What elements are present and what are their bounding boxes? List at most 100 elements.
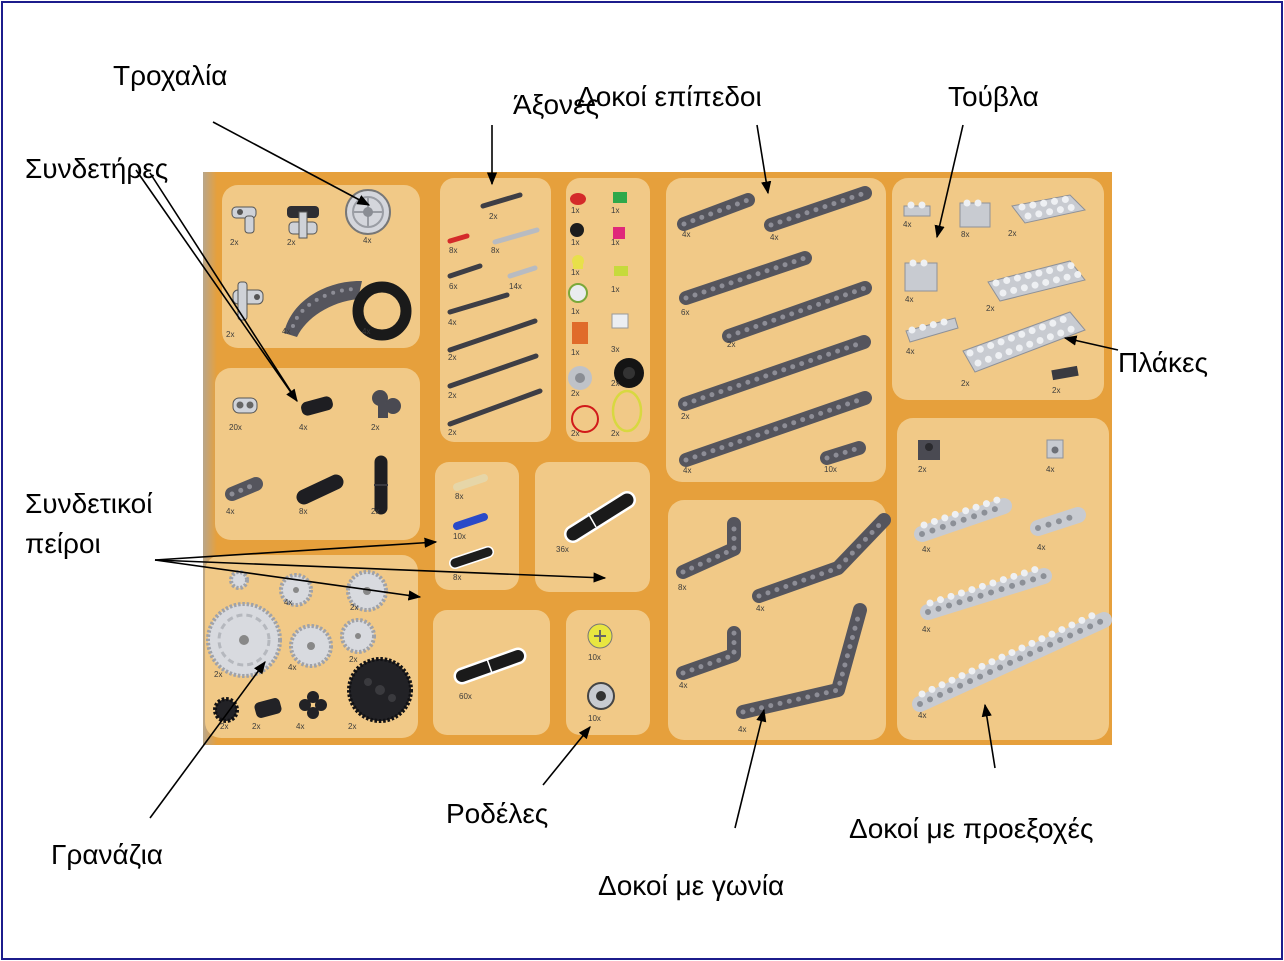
count-label: 2x: [1008, 229, 1016, 238]
count-label: 8x: [961, 230, 969, 239]
count-label: 4x: [299, 423, 307, 432]
count-label: 4x: [448, 318, 456, 327]
count-label: 4x: [363, 236, 371, 245]
count-label: 4x: [770, 233, 778, 242]
count-label: 4x: [922, 545, 930, 554]
count-label: 1x: [571, 348, 579, 357]
count-label: 2x: [214, 670, 222, 679]
count-label: 4x: [296, 722, 304, 731]
light-connector-part: [233, 398, 257, 413]
count-label: 8x: [449, 246, 457, 255]
count-label: 4x: [738, 725, 746, 734]
count-label: 4x: [1037, 543, 1045, 552]
count-label: 2x: [371, 423, 379, 432]
count-label: 4x: [682, 230, 690, 239]
count-label: 2x: [1052, 386, 1060, 395]
gear-40-part: [208, 604, 280, 676]
label-pins-line2: πείροι: [25, 528, 101, 559]
count-label: 2x: [986, 304, 994, 313]
count-label: 1x: [611, 285, 619, 294]
count-label: 4x: [679, 681, 687, 690]
big-black-gear-part: [349, 659, 411, 721]
label-gears: Γρανάζια: [51, 839, 163, 870]
count-label: 8x: [455, 492, 463, 501]
label-stud-beams: Δοκοί με προεξοχές: [849, 813, 1093, 844]
count-label: 2x: [611, 429, 619, 438]
count-label: 2x: [961, 379, 969, 388]
count-label: 2x: [348, 722, 356, 731]
count-label: 14x: [509, 282, 522, 291]
count-label: 4x: [284, 598, 292, 607]
gear-20-part: [342, 620, 374, 652]
count-label: 10x: [824, 465, 837, 474]
count-label: 8x: [678, 583, 686, 592]
count-label: 2x: [349, 655, 357, 664]
count-label: 1x: [611, 238, 619, 247]
count-label: 60x: [459, 692, 472, 701]
count-label: 1x: [611, 206, 619, 215]
count-label: 2x: [230, 238, 238, 247]
gray-bushing-part: [588, 683, 614, 709]
count-label: 4x: [903, 220, 911, 229]
parts-sheet-photo: 2x 2x 4x 2x 4x 4x 20x 4x 2x 4x 8x 2x 4x …: [203, 172, 1112, 745]
count-label: 4x: [756, 604, 764, 613]
count-label: 2x: [448, 391, 456, 400]
panel-connectors: [215, 368, 420, 540]
label-angle-beams: Δοκοί με γωνία: [598, 870, 784, 901]
count-label: 4x: [922, 625, 930, 634]
count-label: 2x: [571, 389, 579, 398]
label-pins-line1: Συνδετικοί: [25, 488, 152, 519]
count-label: 1x: [571, 238, 579, 247]
count-label: 2x: [681, 412, 689, 421]
count-label: 4x: [1046, 465, 1054, 474]
label-connectors: Συνδετήρες: [25, 153, 168, 184]
count-label: 10x: [588, 714, 601, 723]
count-label: 1x: [571, 268, 579, 277]
count-label: 2x: [252, 722, 260, 731]
double-connector-part: [287, 206, 319, 238]
count-label: 1x: [571, 206, 579, 215]
label-bricks: Τούβλα: [948, 81, 1039, 112]
count-label: 2x: [220, 722, 228, 731]
label-pulley: Τροχαλία: [113, 60, 227, 91]
count-label: 4x: [683, 466, 691, 475]
count-label: 1x: [571, 307, 579, 316]
count-label: 8x: [491, 246, 499, 255]
count-label: 2x: [226, 330, 234, 339]
count-label: 20x: [229, 423, 242, 432]
count-label: 10x: [588, 653, 601, 662]
count-label: 2x: [611, 379, 619, 388]
count-label: 4x: [905, 295, 913, 304]
count-label: 4x: [362, 327, 370, 336]
count-label: 8x: [453, 573, 461, 582]
black-small-gear-part: [215, 699, 237, 721]
count-label: 2x: [371, 507, 379, 516]
count-label: 6x: [681, 308, 689, 317]
count-label: 8x: [299, 507, 307, 516]
count-label: 2x: [448, 428, 456, 437]
gear-small-part: [231, 572, 247, 588]
count-label: 4x: [288, 663, 296, 672]
gear-24b-part: [291, 626, 331, 666]
count-label: 4x: [918, 711, 926, 720]
count-label: 2x: [918, 465, 926, 474]
dark-liftarm-short-part: [232, 484, 256, 494]
count-label: 2x: [287, 238, 295, 247]
count-label: 3x: [611, 345, 619, 354]
count-label: 2x: [448, 353, 456, 362]
count-label: 2x: [571, 429, 579, 438]
count-label: 2x: [727, 340, 735, 349]
label-plates: Πλάκες: [1118, 347, 1208, 378]
count-label: 10x: [453, 532, 466, 541]
label-flat-beams: Δοκοί επίπεδοι: [577, 81, 762, 112]
count-label: 36x: [556, 545, 569, 554]
label-bushings: Ροδέλες: [446, 798, 548, 829]
count-label: 4x: [906, 347, 914, 356]
count-label: 2x: [489, 212, 497, 221]
yellow-bushing-part: [588, 624, 612, 648]
count-label: 4x: [226, 507, 234, 516]
black-vertical-pin-part: [374, 462, 388, 508]
count-label: 4x: [282, 327, 290, 336]
count-label: 6x: [449, 282, 457, 291]
